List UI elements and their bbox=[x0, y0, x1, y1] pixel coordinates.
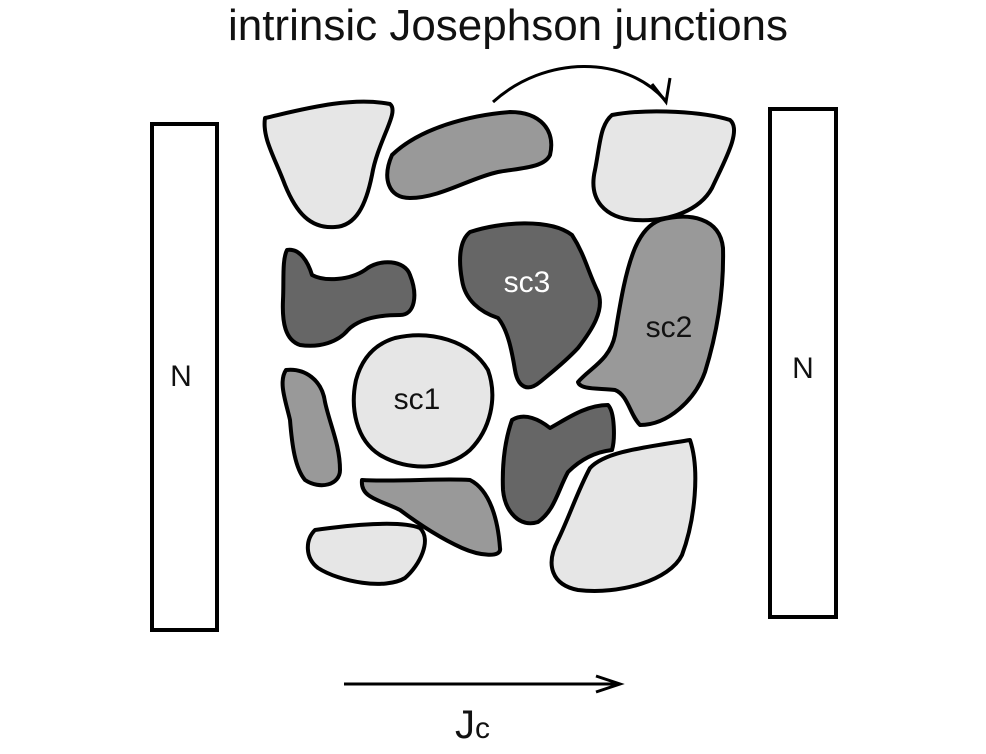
grain-medium-top-center bbox=[385, 110, 554, 200]
current-symbol: J bbox=[455, 703, 475, 747]
grain-medium-left bbox=[280, 367, 342, 488]
left-normal-electrode bbox=[150, 122, 219, 632]
right-normal-electrode bbox=[768, 107, 838, 619]
right-electrode-label: N bbox=[792, 352, 814, 385]
sc3-label: sc3 bbox=[504, 266, 551, 299]
grain-dark-center bbox=[500, 403, 616, 526]
diagram-title: intrinsic Josephson junctions bbox=[228, 1, 788, 50]
grain-light-bottom-right bbox=[549, 438, 698, 593]
intrinsic-junction-arrow bbox=[491, 65, 667, 104]
sc2-label: sc2 bbox=[646, 311, 693, 344]
intrinsic-junction-arrowhead bbox=[650, 77, 672, 106]
grain-sc2 bbox=[576, 214, 726, 427]
grain-light-bottom-left bbox=[305, 521, 427, 586]
current-direction-arrowhead bbox=[595, 674, 625, 694]
grain-dark-left bbox=[280, 247, 417, 348]
grain-sc3 bbox=[458, 221, 602, 390]
grain-sc1 bbox=[351, 333, 495, 469]
grain-light-top-right bbox=[591, 109, 737, 223]
critical-current-label: Jc bbox=[455, 703, 490, 747]
sc1-label: sc1 bbox=[394, 383, 441, 416]
grain-medium-bottom-center bbox=[359, 477, 502, 557]
left-electrode-label: N bbox=[170, 360, 192, 393]
current-subscript: c bbox=[475, 712, 490, 745]
grain-light-top-left bbox=[262, 99, 395, 230]
